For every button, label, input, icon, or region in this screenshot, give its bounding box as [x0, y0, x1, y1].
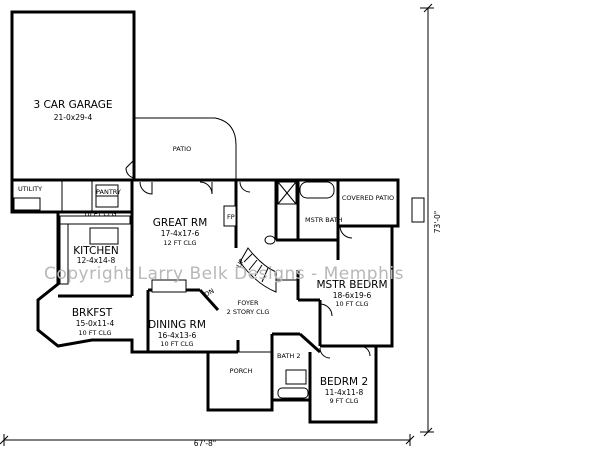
washer-dryer [13, 197, 41, 211]
patio-outline [134, 117, 237, 182]
great-rm-name: GREAT RM [153, 217, 208, 229]
kitchen-side-counter [59, 223, 69, 285]
garage [10, 10, 136, 182]
kitchen-name: KITCHEN [73, 245, 119, 257]
depth-dimension: 73'-0" [433, 211, 442, 234]
bath2-vanity [285, 369, 307, 385]
copyright-watermark: Copyright Larry Belk Designs - Memphis [44, 264, 404, 284]
garage-name: 3 CAR GARAGE [33, 99, 112, 111]
garage-dims: 21-0x29-4 [54, 113, 93, 122]
width-dimension: 67'-8" [194, 439, 217, 448]
stair-label-up: UP [235, 257, 246, 269]
kitchen-island [89, 227, 119, 245]
stair-label-down: DN [203, 287, 216, 299]
bathtub [299, 181, 335, 199]
covered-patio-name: COVERED PATIO [342, 194, 394, 202]
brkfst-ceiling: 10 FT CLG [78, 329, 111, 337]
bedrm2-name: BEDRM 2 [320, 376, 368, 388]
overall-dimensions [0, 3, 434, 446]
dining-buffet [151, 279, 187, 293]
dining-rm-ceiling: 10 FT CLG [160, 340, 193, 348]
porch-outline [207, 351, 273, 411]
kitchen-dims: 12-4x14-8 [77, 256, 116, 265]
mstr-bath-name: MSTR BATH [305, 216, 343, 224]
patio-grill [411, 197, 425, 223]
kitchen-counter [59, 215, 131, 225]
mstr-bedrm-dims: 18-6x19-6 [333, 291, 372, 300]
foyer-name: FOYER [237, 299, 259, 307]
pantry-name: PANTRY [96, 188, 121, 196]
door-swings [139, 181, 371, 359]
kitchen-ceiling: 10 FT CLG [83, 210, 116, 218]
mstr-bedrm-name: MSTR BEDRM [316, 279, 387, 291]
fp-name: FP [227, 213, 235, 221]
great-rm-ceiling: 12 FT CLG [163, 239, 196, 247]
dining-rm-name: DINING RM [148, 319, 206, 331]
brkfst-name: BRKFST [72, 307, 113, 319]
bath2-tub [277, 387, 309, 399]
dining-rm-dims: 16-4x13-6 [158, 331, 197, 340]
foyer-ceiling: 2 STORY CLG [227, 308, 270, 316]
bath2-name: BATH 2 [277, 352, 300, 360]
room-labels: 3 CAR GARAGE 21-0x29-4 PATIO UTILITY PAN… [18, 99, 394, 405]
master-toilet [264, 235, 276, 245]
patio-name: PATIO [173, 145, 191, 153]
fixtures [59, 181, 425, 399]
porch-name: PORCH [230, 367, 253, 375]
garage-walls [10, 10, 136, 182]
brkfst-dims: 15-0x11-4 [76, 319, 115, 328]
great-rm-dims: 17-4x17-6 [161, 229, 200, 238]
covered-patio-outline [336, 178, 400, 228]
mstr-bedrm-ceiling: 10 FT CLG [335, 300, 368, 308]
staircase [239, 247, 298, 293]
fireplace [223, 205, 237, 227]
bedrm2-dims: 11-4x11-8 [325, 388, 364, 397]
bedrm2-ceiling: 9 FT CLG [329, 397, 358, 405]
utility-name: UTILITY [18, 185, 42, 193]
